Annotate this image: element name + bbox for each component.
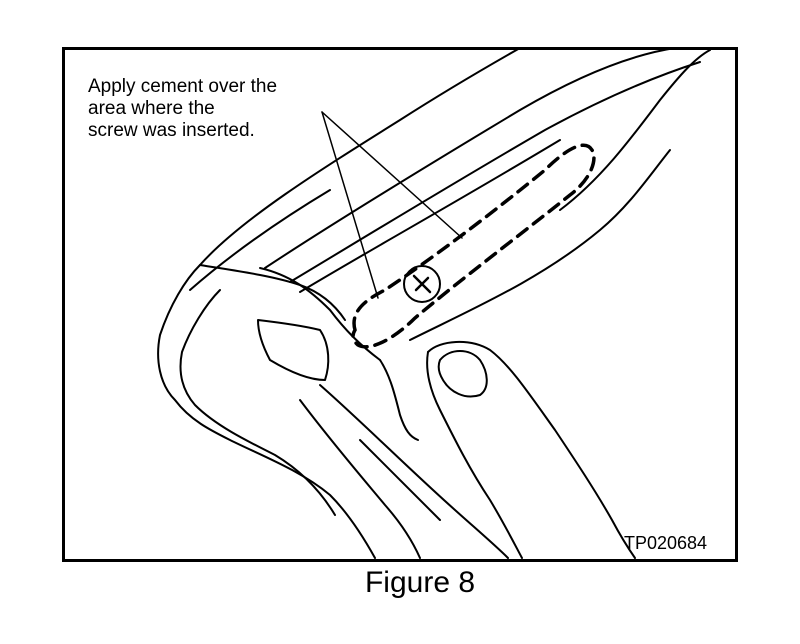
cement-area-outline bbox=[351, 143, 596, 349]
lower-bar-3 bbox=[359, 439, 441, 521]
thumbnail bbox=[437, 350, 488, 398]
bracket-pocket bbox=[257, 319, 330, 381]
molding-outline-top bbox=[264, 47, 676, 269]
bracket-top-fold bbox=[199, 264, 346, 321]
part-number: TP020684 bbox=[624, 533, 708, 553]
molding-underside bbox=[409, 149, 671, 341]
molding-back-edge-2 bbox=[189, 189, 331, 291]
molding-back-edge bbox=[199, 47, 521, 266]
bracket-outer bbox=[157, 264, 376, 559]
leader-line-2 bbox=[321, 111, 463, 239]
callout-text: Apply cement over the area where the scr… bbox=[88, 76, 278, 141]
molding-front-lip bbox=[379, 359, 419, 441]
bracket-inner bbox=[179, 289, 336, 516]
figure-frame bbox=[62, 47, 738, 562]
molding-lip bbox=[299, 139, 561, 293]
screw-head bbox=[403, 265, 441, 303]
leader-line-1 bbox=[321, 111, 379, 299]
screw-slot bbox=[412, 274, 432, 294]
thumb-outline bbox=[427, 340, 636, 559]
figure-caption: Figure 8 bbox=[364, 566, 476, 599]
molding-lower-curve bbox=[559, 49, 711, 211]
lower-bar bbox=[319, 384, 509, 559]
lower-bar-2 bbox=[299, 399, 421, 559]
molding-outline-inner bbox=[289, 61, 701, 283]
thumb-left-edge bbox=[426, 351, 523, 559]
